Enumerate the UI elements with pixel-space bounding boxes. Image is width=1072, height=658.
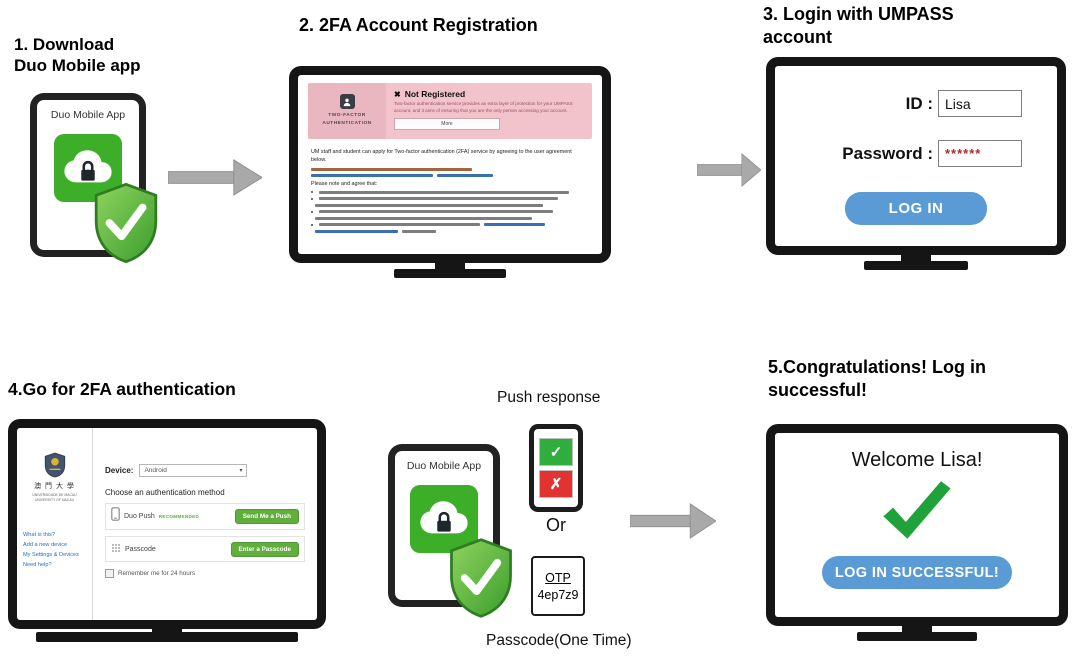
step4-title: 4.Go for 2FA authentication	[8, 379, 236, 399]
duo-push-icon	[111, 507, 120, 526]
flow-arrow-2-icon	[697, 153, 761, 187]
login-monitor: ID : Lisa Password : ****** LOG IN	[766, 57, 1066, 270]
enter-passcode-button[interactable]: Enter a Passcode	[230, 541, 299, 557]
push-response-phone: ✓ ✗	[529, 424, 583, 512]
remember-checkbox[interactable]	[105, 569, 114, 578]
send-push-button[interactable]: Send Me a Push	[234, 509, 299, 524]
sidebar-link-add-device[interactable]: Add a new device	[23, 542, 68, 548]
otp-code: 4ep7z9	[537, 587, 579, 602]
sidebar-link-settings-devices[interactable]: My Settings & Devices	[23, 552, 79, 558]
shield-check-icon	[94, 182, 158, 264]
registration-monitor: TWO-FACTOR AUTHENTICATION ✖ Not Register…	[289, 66, 611, 278]
twofa-banner: TWO-FACTOR AUTHENTICATION ✖ Not Register…	[308, 83, 592, 139]
step1-title: 1. Download Duo Mobile app	[14, 35, 141, 76]
phone-app-label: Duo Mobile App	[50, 109, 126, 121]
sidebar-link-need-help[interactable]: Need help?	[23, 562, 52, 568]
step3-title: 3. Login with UMPASS account	[763, 4, 954, 47]
success-check-icon	[883, 481, 951, 539]
device-select[interactable]: Android ▾	[139, 464, 248, 477]
or-label: Or	[546, 515, 566, 535]
cloud-lock-icon	[64, 150, 112, 183]
sidebar-link-what-is-this[interactable]: What is this?	[23, 532, 56, 538]
agreement-bullet-list	[311, 190, 589, 233]
chevron-down-icon: ▾	[239, 468, 243, 474]
duo-push-row: Duo Push RECOMMENDED Send Me a Push	[105, 503, 305, 530]
push-response-label: Push response	[497, 389, 601, 406]
duo-mobile-phone-1: Duo Mobile App	[30, 93, 146, 257]
duo-app-icon	[410, 485, 478, 553]
registration-screen: TWO-FACTOR AUTHENTICATION ✖ Not Register…	[298, 75, 602, 254]
device-label: Device:	[105, 466, 134, 475]
id-field[interactable]: Lisa	[938, 90, 1022, 117]
university-name-en: UNIVERSITY OF MACAU	[34, 498, 75, 502]
passcode-one-time-label: Passcode(One Time)	[486, 632, 632, 649]
um-logo	[44, 452, 65, 478]
login-button[interactable]: LOG IN	[845, 192, 987, 225]
success-screen: Welcome Lisa! LOG IN SUCCESSFUL!	[775, 433, 1059, 617]
x-mark-icon: ✖	[394, 89, 401, 99]
welcome-text: Welcome Lisa!	[851, 449, 983, 471]
banner-description: Two-factor authentication service provid…	[394, 101, 573, 113]
id-label: ID :	[905, 93, 933, 113]
university-name-pt: UNIVERSIDADE DE MACAU	[32, 492, 77, 497]
flow-arrow-3-icon	[630, 503, 716, 539]
note-heading: Please note and agree that:	[311, 181, 378, 188]
step2-title: 2. 2FA Account Registration	[299, 15, 538, 35]
person-icon	[339, 94, 355, 110]
otp-card: OTP 4ep7z9	[531, 556, 585, 616]
success-monitor: Welcome Lisa! LOG IN SUCCESSFUL!	[766, 424, 1068, 641]
duo-prompt-monitor: 澳 門 大 學 UNIVERSIDADE DE MACAU UNIVERSITY…	[8, 419, 326, 642]
duo-prompt-screen: 澳 門 大 學 UNIVERSIDADE DE MACAU UNIVERSITY…	[17, 428, 317, 620]
login-screen: ID : Lisa Password : ****** LOG IN	[775, 66, 1057, 246]
password-field[interactable]: ******	[938, 140, 1022, 167]
deny-button[interactable]: ✗	[539, 470, 573, 498]
step5-title: 5.Congratulations! Log in successful!	[768, 357, 986, 400]
passcode-icon	[111, 540, 121, 558]
more-button[interactable]: More	[394, 117, 500, 130]
otp-title: OTP	[545, 570, 571, 585]
twofa-banner-left: TWO-FACTOR AUTHENTICATION	[308, 83, 386, 139]
twofa-banner-title: TWO-FACTOR AUTHENTICATION	[322, 113, 372, 126]
registration-intro: UM staff and student can apply for Two-f…	[311, 149, 572, 164]
duo-app-icon	[54, 134, 122, 202]
flow-arrow-1-icon	[168, 159, 262, 196]
text-line-placeholder	[311, 167, 589, 171]
university-name-cn: 澳 門 大 學	[34, 483, 75, 490]
approve-button[interactable]: ✓	[539, 438, 573, 466]
remember-label: Remember me for 24 hours	[118, 570, 195, 577]
duo-sidebar: 澳 門 大 學 UNIVERSIDADE DE MACAU UNIVERSITY…	[17, 428, 93, 620]
shield-check-icon	[450, 538, 512, 618]
phone-app-label: Duo Mobile App	[406, 460, 482, 472]
cloud-lock-icon	[420, 501, 468, 534]
text-line-placeholder	[311, 174, 589, 178]
password-label: Password :	[842, 143, 933, 163]
passcode-row: Passcode Enter a Passcode	[105, 536, 305, 562]
recommended-tag: RECOMMENDED	[158, 514, 200, 519]
not-registered-status: ✖ Not Registered	[394, 89, 466, 99]
login-successful-button[interactable]: LOG IN SUCCESSFUL!	[822, 556, 1012, 589]
choose-method-heading: Choose an authentication method	[105, 488, 225, 497]
